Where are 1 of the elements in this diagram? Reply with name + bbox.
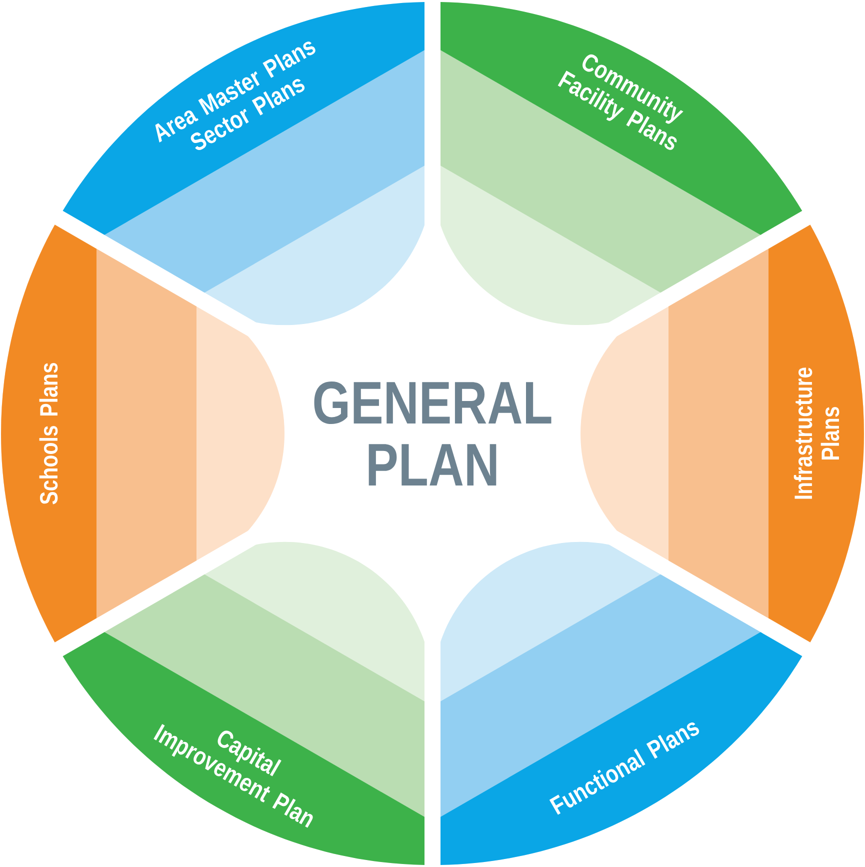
center-title: GENERAL PLAN: [314, 382, 552, 486]
